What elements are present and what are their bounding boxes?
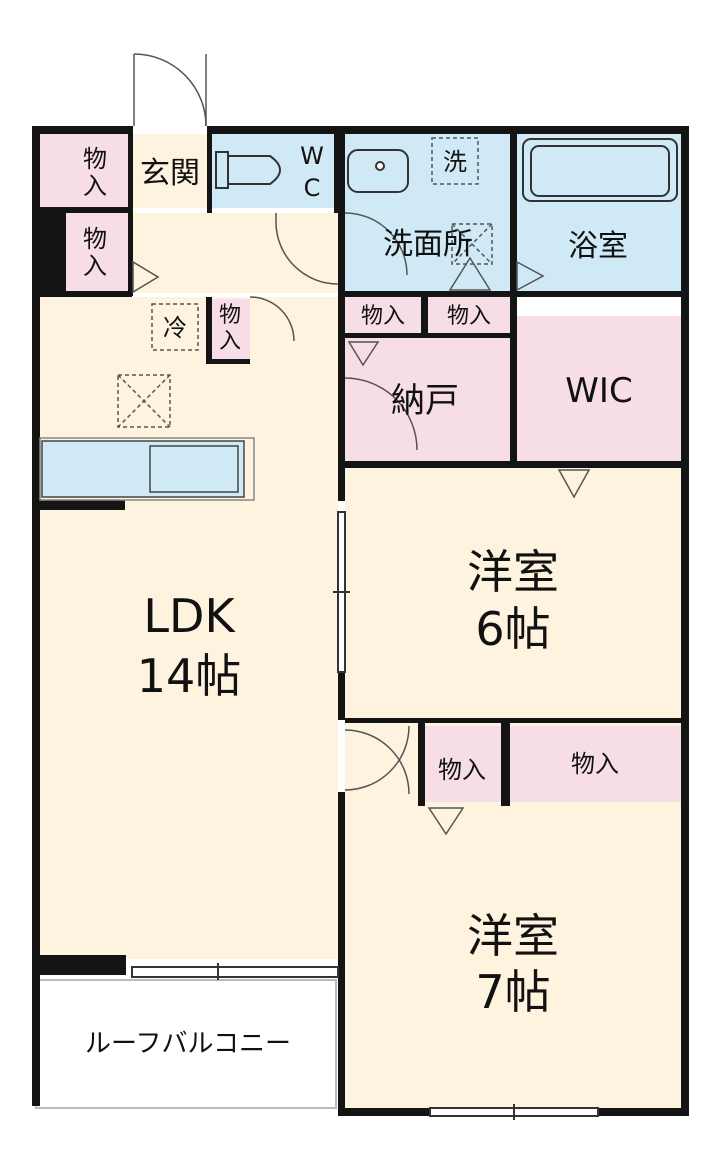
storage-fridge-side-floor [212,299,250,359]
storage-room7-b-floor [510,726,681,802]
doors [132,53,591,836]
balcony-floor [35,979,337,1109]
sink-fixture [347,149,409,193]
storage-room7-a-floor [425,726,501,802]
entrance-floor [133,134,207,208]
bathtub-fixture [522,138,678,202]
wic-label: WIC [565,371,632,411]
storage-fridge-label-1: 物 [219,303,241,328]
washer-mark: 洗 [443,148,467,176]
nando-floor [345,338,510,461]
ldk-size: 14帖 [137,649,242,703]
storage-room7-a-label: 物入 [438,756,486,784]
ldk-name: LDK [143,589,236,643]
western6-floor [345,468,681,718]
western6-size: 6帖 [475,602,550,656]
bath-label: 浴室 [568,229,628,264]
wic-floor [517,316,681,461]
storage-top-left-floor [40,134,128,208]
toilet-fixture [215,151,281,189]
western6-name: 洋室 [467,545,559,599]
western7-size: 7帖 [475,965,550,1019]
storage-nando-b-label: 物入 [447,304,491,329]
storage-top-left-label-2: 入 [83,172,107,200]
storage-mid-left-label-2: 入 [83,252,107,280]
storage-mid-left-floor [66,213,128,293]
storage-nando-a-label: 物入 [361,304,405,329]
ldk-floor [40,297,338,959]
western7-name: 洋室 [467,909,559,963]
nando-label: 納戸 [391,381,459,421]
wc-label-w: W [300,142,324,170]
entrance-label: 玄関 [140,156,200,191]
fridge-mark: 冷 [163,314,187,342]
storage-nando-b-floor [428,297,510,333]
windows [131,511,599,1120]
storage-mid-left-label-1: 物 [83,225,107,253]
hall-floor [133,213,338,293]
walls [32,126,689,1116]
balcony-label: ルーフバルコニー [85,1029,291,1059]
washroom-label: 洗面所 [383,227,473,262]
storage-nando-a-floor [345,297,421,333]
storage-room7-b-label: 物入 [571,750,619,778]
dashed-markers [117,137,493,428]
wc-label-c: C [304,174,321,202]
storage-fridge-label-2: 入 [219,329,241,354]
kitchen-counter [39,437,255,501]
storage-top-left-label-1: 物 [83,145,107,173]
